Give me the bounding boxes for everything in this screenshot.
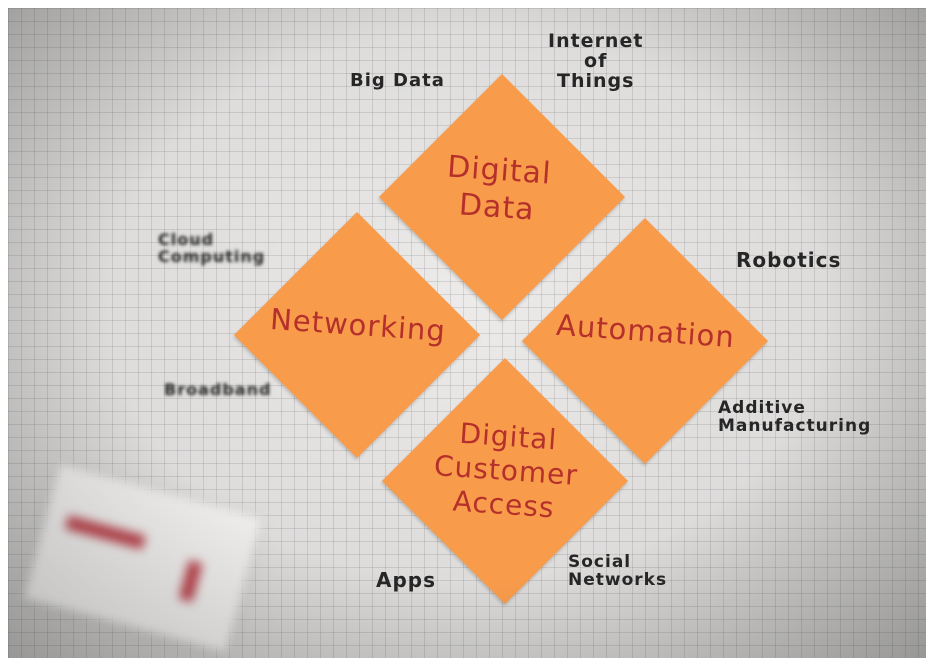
label-line: Internet [548,30,644,52]
label-line: Manufacturing [718,415,872,436]
note-text-customer-access: Digital Customer Access [423,415,590,528]
label-apps: Apps [376,568,437,592]
label-big-data: Big Data [350,70,445,91]
photo: Digital Data Networking Automation Digit… [8,8,926,658]
label-line: Cloud [158,230,215,249]
label-line: Networks [568,569,668,590]
blurred-card [23,463,263,653]
label-line: Computing [158,246,266,266]
label-cloud-computing: Cloud Computing [158,230,266,266]
card-red-mark [178,559,203,603]
label-robotics: Robotics [736,248,842,272]
label-additive-manufacturing: Additive Manufacturing [718,398,872,436]
card-red-mark [64,515,146,550]
label-line: of [584,49,608,72]
label-line: Additive [718,398,806,418]
label-broadband: Broadband [164,380,272,399]
label-line: Social [568,552,632,572]
label-social-networks: Social Networks [568,552,668,590]
label-line: Things [557,69,635,92]
label-iot: Internet of Things [548,30,644,92]
note-text-digital-data: Digital Data [426,148,571,231]
